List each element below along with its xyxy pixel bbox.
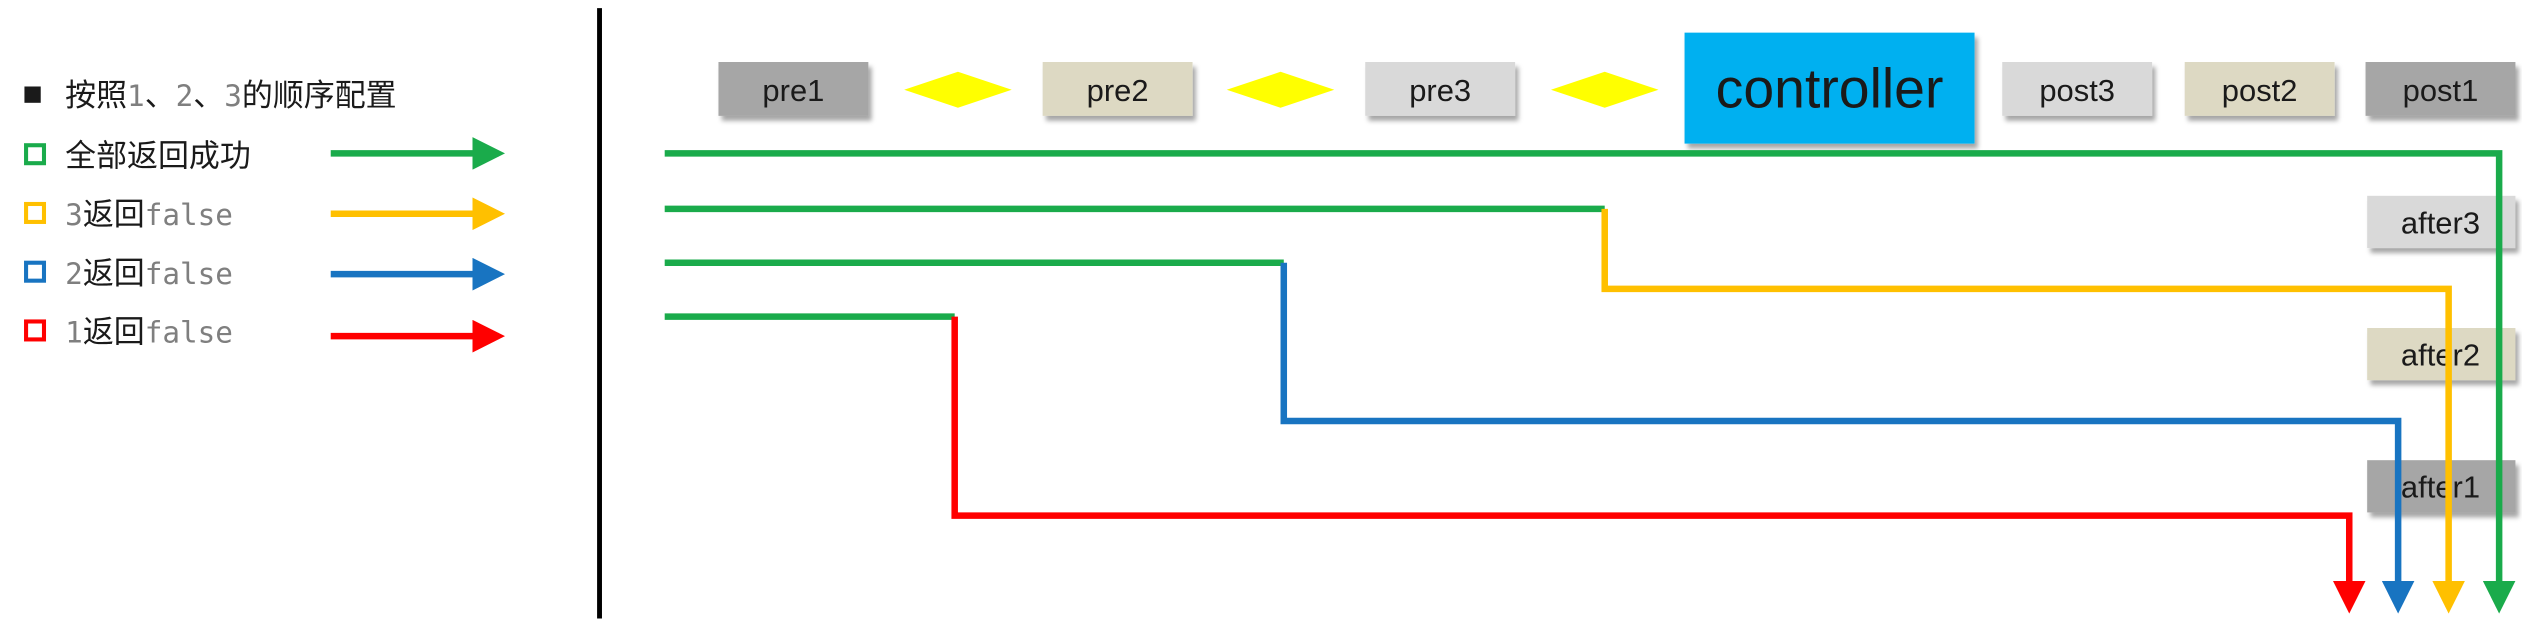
- pre3-label: pre3: [1409, 73, 1471, 108]
- pre3-box: pre3: [1365, 62, 1516, 116]
- after2-box: after2: [2367, 328, 2516, 381]
- post2-label: post2: [2222, 73, 2298, 108]
- black-square-bullet-icon: [24, 86, 41, 103]
- pre2-box: pre2: [1042, 62, 1193, 116]
- post3-label: post3: [2039, 73, 2115, 108]
- controller-label: controller: [1716, 58, 1944, 120]
- yellow-square-marker-icon: [24, 201, 47, 224]
- yellow-diamond-icon: [1550, 71, 1659, 108]
- blue-ret2-path: [1280, 262, 2415, 614]
- legend-ret3-label: 3返回false: [65, 197, 233, 233]
- red-square-marker-icon: [24, 319, 47, 342]
- after2-label: after2: [2401, 338, 2480, 373]
- pre1-label: pre1: [762, 73, 824, 108]
- post2-box: post2: [2184, 62, 2335, 116]
- pre2-label: pre2: [1087, 73, 1149, 108]
- green-square-marker-icon: [24, 143, 47, 166]
- after1-label: after1: [2401, 470, 2480, 505]
- flow-lines: [664, 150, 2516, 614]
- yellow-diamond-icon: [904, 71, 1012, 108]
- yellow-ret3-path: [1601, 208, 2465, 614]
- blue-square-marker-icon: [24, 260, 47, 283]
- legend-all-success-label: 全部返回成功: [65, 138, 251, 174]
- legend-order-note: 按照1、2、3的顺序配置: [65, 78, 396, 114]
- controller-box: controller: [1684, 32, 1975, 144]
- legend-ret1-label: 1返回false: [65, 315, 233, 351]
- green-all-success-path: [664, 150, 2516, 614]
- red-ret1-path: [951, 316, 2366, 614]
- post1-box: post1: [2365, 62, 2516, 116]
- post1-label: post1: [2403, 73, 2479, 108]
- pre1-box: pre1: [718, 62, 869, 116]
- after3-box: after3: [2367, 195, 2516, 249]
- post3-box: post3: [2002, 62, 2153, 116]
- legend: 按照1、2、3的顺序配置 全部返回成功 3返回false 2返回false 1返…: [24, 78, 506, 353]
- legend-ret2-label: 2返回false: [65, 256, 233, 292]
- after1-box: after1: [2367, 460, 2516, 513]
- after3-label: after3: [2401, 205, 2480, 240]
- yellow-diamond-icon: [1226, 71, 1335, 108]
